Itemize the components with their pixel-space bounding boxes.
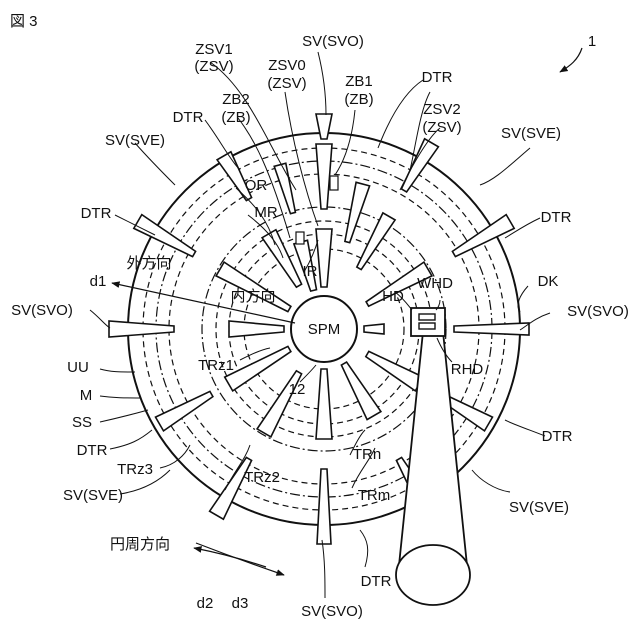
servo-region-3: [357, 213, 395, 270]
dtr-top-right-label: DTR: [422, 70, 453, 86]
zsv2-label: ZSV2: [423, 102, 461, 118]
head-hd: [411, 308, 445, 336]
servo-region-0: [316, 114, 332, 139]
dtr-lower-left-label: DTR: [77, 443, 108, 459]
ss-label: SS: [72, 415, 92, 431]
servo-region-8: [364, 324, 384, 334]
ir-label: IR: [303, 264, 318, 280]
dtr-right-label: DTR: [541, 210, 572, 226]
sv-svo-right-label: SV(SVO): [567, 304, 629, 320]
trz2-label: TRz2: [244, 470, 280, 486]
burst-marker-0: [330, 176, 338, 190]
sv-sve-tr-label: SV(SVE): [501, 126, 561, 142]
dtr-left-label: DTR: [81, 206, 112, 222]
zb2-label: ZB2: [222, 92, 250, 108]
figure-title: 図 3: [10, 14, 38, 30]
servo-region-19: [109, 321, 174, 337]
sv-sve-tl-label: SV(SVE): [105, 133, 165, 149]
servo-region-15: [210, 457, 252, 519]
ref1-arrow: [560, 48, 582, 72]
servo-region-7: [454, 323, 529, 335]
zsv0-sub-label: (ZSV): [267, 76, 306, 92]
zsv0-label: ZSV0: [268, 58, 306, 74]
zsv2-sub-label: (ZSV): [422, 120, 461, 136]
servo-region-13: [317, 469, 331, 544]
d3-label: d3: [232, 596, 249, 612]
trz1-label: TRz1: [198, 358, 234, 374]
sv-svo-left-label: SV(SVO): [11, 303, 73, 319]
zsv1-sub-label: (ZSV): [194, 59, 233, 75]
trz3-label: TRz3: [117, 462, 153, 478]
trn-label: TRn: [353, 447, 381, 463]
burst-marker-1: [296, 232, 304, 244]
sv-svo-top-label: SV(SVO): [302, 34, 364, 50]
whd-label: WHD: [417, 276, 453, 292]
d2-label: d2: [197, 596, 214, 612]
or-label: OR: [245, 178, 268, 194]
dtr-lower-right-label: DTR: [542, 429, 573, 445]
dtr-bottom-label: DTR: [361, 574, 392, 590]
dtr-top-left-label: DTR: [173, 110, 204, 126]
d1-label: d1: [90, 274, 107, 290]
zb1-label: ZB1: [345, 74, 373, 90]
rhd-label: RHD: [451, 362, 484, 378]
servo-region-25: [345, 182, 370, 242]
ref-12-label: 12: [289, 382, 306, 398]
mr-label: MR: [254, 205, 277, 221]
servo-region-5: [452, 215, 514, 257]
dk-label: DK: [538, 274, 559, 290]
uu-label: UU: [67, 360, 89, 376]
outward-label: 外方向: [126, 256, 171, 272]
sv-svo-bottom-label: SV(SVO): [301, 604, 363, 620]
servo-region-21: [134, 215, 196, 257]
inward-label: 内方向: [230, 289, 275, 305]
servo-region-14: [316, 369, 332, 439]
ref-1-label: 1: [588, 34, 596, 50]
servo-region-20: [229, 321, 284, 337]
servo-region-10: [366, 351, 424, 391]
sv-sve-br-label: SV(SVE): [509, 500, 569, 516]
servo-region-2: [316, 229, 332, 287]
hd-label: HD: [382, 289, 404, 305]
sv-sve-bl-label: SV(SVE): [63, 488, 123, 504]
trm-label: TRm: [358, 488, 391, 504]
zsv1-label: ZSV1: [195, 42, 233, 58]
zb1-sub-label: (ZB): [344, 92, 373, 108]
servo-region-17: [156, 391, 213, 431]
spm-label: SPM: [308, 322, 341, 338]
m-label: M: [80, 388, 93, 404]
d3-circumferential-arrow: [194, 548, 266, 567]
servo-region-18: [225, 346, 291, 391]
circumferential-label: 円周方向: [110, 537, 170, 553]
zb2-sub-label: (ZB): [221, 110, 250, 126]
